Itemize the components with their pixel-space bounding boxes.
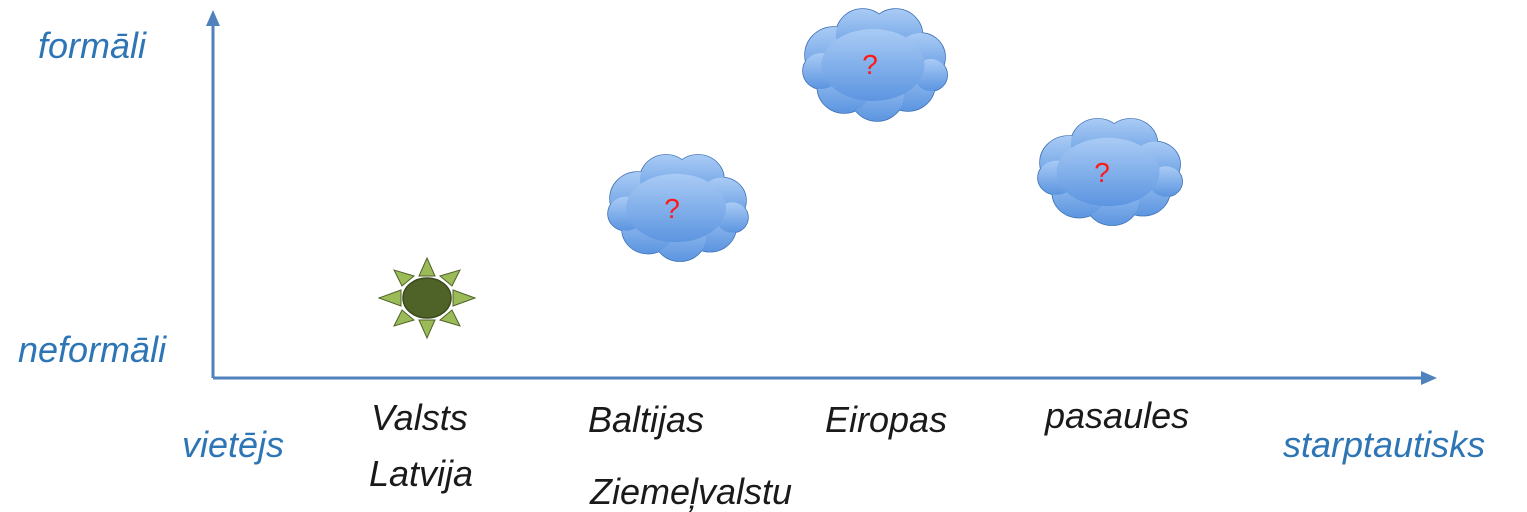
cloud-icon-pasaules [1037, 118, 1183, 226]
category-label: pasaules [1045, 395, 1190, 436]
category-label: Latvija [369, 453, 474, 494]
category-label: Ziemeļvalstu [590, 471, 793, 512]
category-label: Baltijas [588, 399, 705, 440]
cloud-question-mark: ? [862, 49, 878, 80]
x-axis-left-label: vietējs [182, 424, 285, 465]
y-axis-bottom-label: neformāli [18, 329, 167, 370]
y-axis-top-label: formāli [38, 25, 147, 66]
sun-icon [377, 256, 477, 340]
category-label: Valsts [371, 397, 468, 438]
y-axis [206, 10, 220, 378]
category-label: Eiropas [825, 399, 948, 440]
cloud-question-mark: ? [664, 193, 680, 224]
x-axis [213, 371, 1437, 385]
x-axis-right-label: starptautisks [1283, 424, 1486, 465]
cloud-question-mark: ? [1094, 157, 1110, 188]
